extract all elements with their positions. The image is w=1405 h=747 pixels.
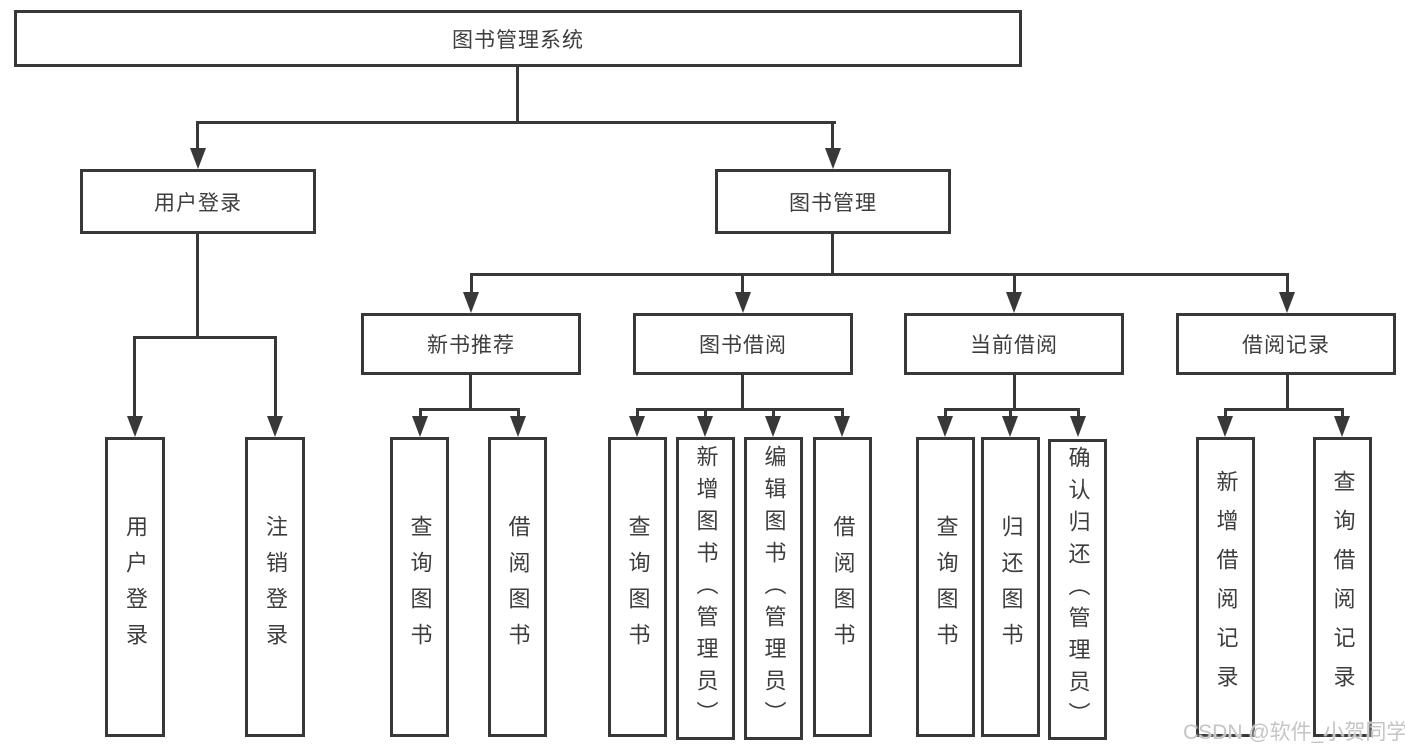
connector-arrowhead xyxy=(267,416,283,437)
connector-arrowhead xyxy=(1006,292,1022,313)
node-book-borrow: 图书借阅 xyxy=(633,313,853,375)
connector-arrowhead xyxy=(629,416,645,437)
connector-line xyxy=(133,336,136,418)
leaf-bb-add-books-admin-label: 新增图书（管理员） xyxy=(693,444,719,733)
leaf-cb-query-books-label: 查询图书 xyxy=(933,515,959,659)
connector-line xyxy=(419,408,422,420)
connector-line xyxy=(636,408,639,420)
connector-line xyxy=(741,375,744,411)
connector-line xyxy=(516,67,519,124)
connector-line xyxy=(772,408,775,420)
leaf-user-login-label: 用户登录 xyxy=(123,515,148,659)
connector-arrowhead xyxy=(510,416,526,437)
connector-line xyxy=(1013,273,1016,297)
node-new-book-recommend-label: 新书推荐 xyxy=(427,334,515,357)
connector-line xyxy=(704,408,707,420)
connector-arrowhead xyxy=(937,416,953,437)
node-new-book-recommend: 新书推荐 xyxy=(361,313,581,375)
leaf-cb-return-books: 归还图书 xyxy=(981,437,1040,737)
leaf-bb-add-books-admin: 新增图书（管理员） xyxy=(676,437,735,740)
connector-arrowhead xyxy=(1217,416,1233,437)
connector-line xyxy=(944,408,1080,411)
node-book-management: 图书管理 xyxy=(715,169,951,234)
leaf-br-add-record-label: 新增借阅记录 xyxy=(1213,470,1239,704)
connector-line xyxy=(841,408,844,420)
connector-line xyxy=(196,121,199,153)
connector-line xyxy=(196,121,836,124)
leaf-bb-query-books: 查询图书 xyxy=(608,437,667,737)
node-current-borrow-label: 当前借阅 xyxy=(970,334,1058,357)
connector-line xyxy=(1286,375,1289,411)
leaf-cb-confirm-return-admin-label: 确认归还（管理员） xyxy=(1065,445,1091,734)
connector-arrowhead xyxy=(735,292,751,313)
connector-arrowhead xyxy=(190,148,206,169)
leaf-nb-borrow-books-label: 借阅图书 xyxy=(505,515,531,659)
connector-line xyxy=(196,234,199,339)
connector-line xyxy=(741,273,744,297)
leaf-cb-confirm-return-admin: 确认归还（管理员） xyxy=(1048,439,1107,740)
connector-line xyxy=(1341,408,1344,420)
connector-line xyxy=(133,336,277,339)
connector-line xyxy=(470,273,1289,276)
node-user-login: 用户登录 xyxy=(80,169,316,234)
leaf-user-login: 用户登录 xyxy=(105,437,165,737)
leaf-nb-query-books-label: 查询图书 xyxy=(407,515,433,659)
node-root-label: 图书管理系统 xyxy=(452,28,584,52)
connector-arrowhead xyxy=(765,416,781,437)
connector-line xyxy=(419,408,520,411)
connector-line xyxy=(1224,408,1227,420)
connector-arrowhead xyxy=(825,148,841,169)
node-borrow-records: 借阅记录 xyxy=(1176,313,1396,375)
connector-line xyxy=(944,408,947,420)
connector-line xyxy=(831,121,834,153)
connector-arrowhead xyxy=(1002,416,1018,437)
connector-line xyxy=(831,234,834,276)
node-book-management-label: 图书管理 xyxy=(789,191,877,215)
connector-line xyxy=(636,408,844,411)
leaf-bb-edit-books-admin-label: 编辑图书（管理员） xyxy=(761,444,787,733)
csdn-watermark: CSDN @软件_小贺同学 xyxy=(1183,721,1405,744)
node-user-login-label: 用户登录 xyxy=(154,191,242,215)
node-book-borrow-label: 图书借阅 xyxy=(699,334,787,357)
connector-arrowhead xyxy=(127,416,143,437)
connector-line xyxy=(470,273,473,297)
leaf-logout: 注销登录 xyxy=(245,437,305,737)
leaf-nb-query-books: 查询图书 xyxy=(390,437,449,737)
leaf-nb-borrow-books: 借阅图书 xyxy=(488,437,547,737)
connector-arrowhead xyxy=(1334,416,1350,437)
connector-line xyxy=(274,336,277,418)
connector-line xyxy=(1224,408,1344,411)
leaf-cb-return-books-label: 归还图书 xyxy=(998,515,1024,659)
node-borrow-records-label: 借阅记录 xyxy=(1242,334,1330,357)
leaf-br-query-record: 查询借阅记录 xyxy=(1313,437,1372,737)
connector-arrowhead xyxy=(412,416,428,437)
connector-line xyxy=(1009,408,1012,420)
leaf-bb-edit-books-admin: 编辑图书（管理员） xyxy=(744,437,803,740)
connector-arrowhead xyxy=(1279,292,1295,313)
leaf-br-add-record: 新增借阅记录 xyxy=(1196,437,1255,737)
connector-line xyxy=(1013,375,1016,411)
connector-line xyxy=(1077,408,1080,420)
leaf-bb-borrow-books: 借阅图书 xyxy=(813,437,872,737)
leaf-bb-query-books-label: 查询图书 xyxy=(625,515,651,659)
connector-arrowhead xyxy=(463,292,479,313)
connector-arrowhead xyxy=(1070,416,1086,437)
leaf-logout-label: 注销登录 xyxy=(263,515,288,659)
connector-line xyxy=(469,375,472,411)
leaf-br-query-record-label: 查询借阅记录 xyxy=(1330,470,1356,704)
leaf-cb-query-books: 查询图书 xyxy=(916,437,975,737)
connector-line xyxy=(517,408,520,420)
node-root: 图书管理系统 xyxy=(14,10,1022,67)
node-current-borrow: 当前借阅 xyxy=(904,313,1124,375)
connector-arrowhead xyxy=(697,416,713,437)
leaf-bb-borrow-books-label: 借阅图书 xyxy=(830,515,856,659)
connector-line xyxy=(1286,273,1289,297)
connector-arrowhead xyxy=(834,416,850,437)
